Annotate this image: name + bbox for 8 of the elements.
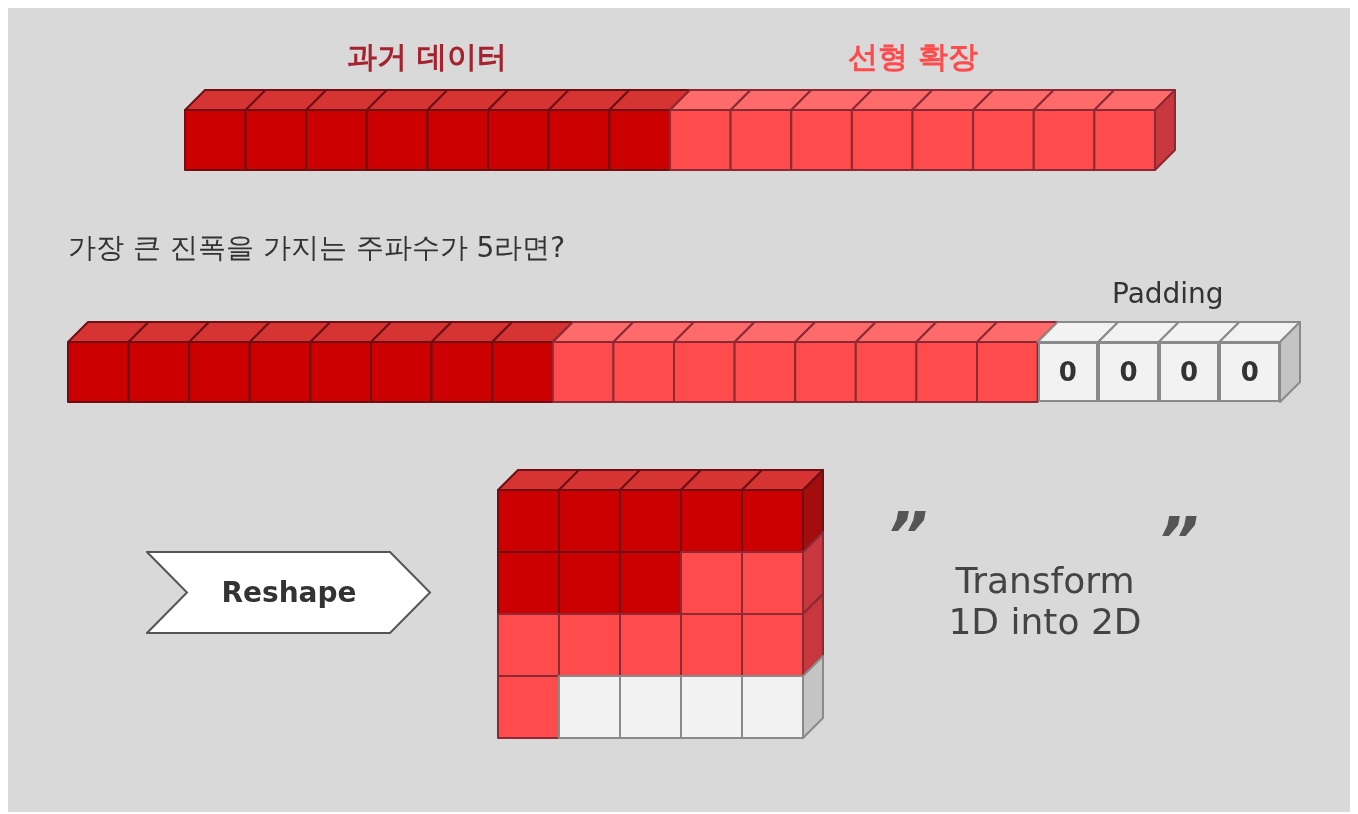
quote-mark: ” [886,500,928,574]
padding-label: Padding [1112,278,1224,311]
question-text: 가장 큰 진폭을 가지는 주파수가 5라면? [68,232,566,265]
section-heading: 과거 데이터 [347,40,508,75]
section-heading: 선형 확장 [848,40,979,75]
caption-text: Transform 1D into 2D [947,560,1143,643]
chevron-shape: Reshape [146,551,432,634]
quote-mark: ” [1157,505,1199,579]
